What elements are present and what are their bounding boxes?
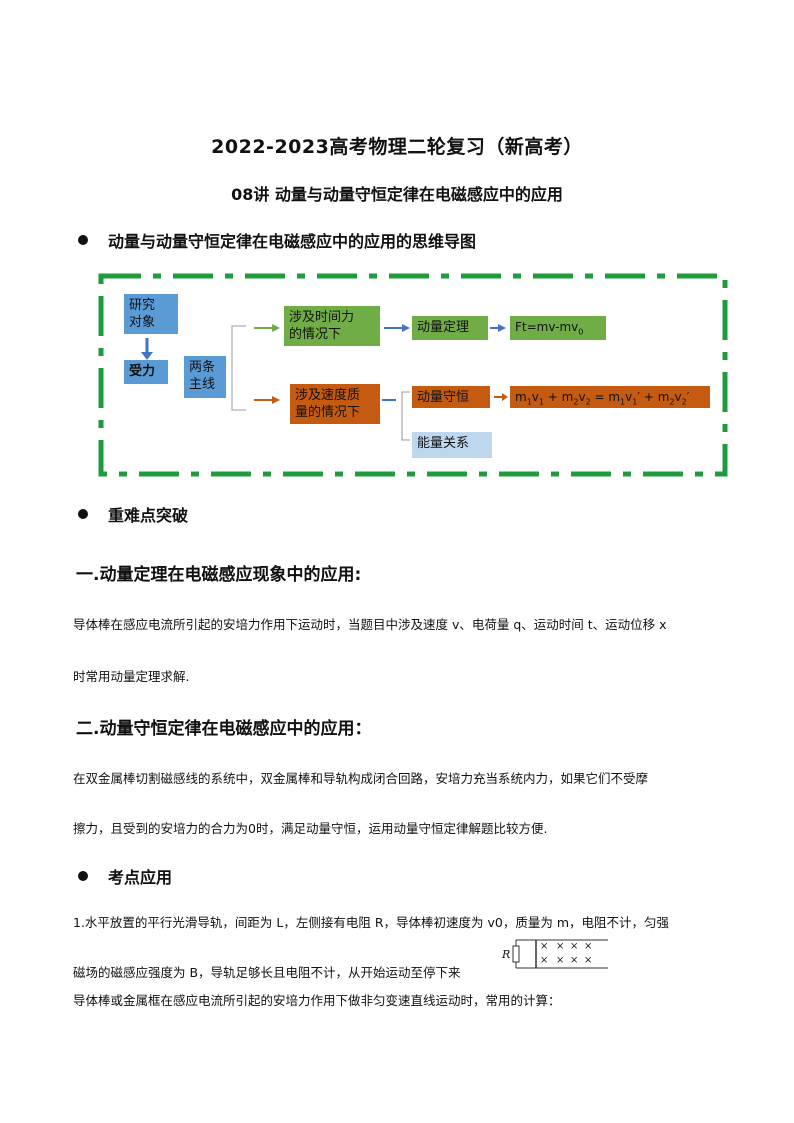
resistor-label: R — [502, 948, 511, 961]
momentum-theorem-box: 动量定理 — [412, 316, 488, 340]
cross-mark: × — [540, 955, 549, 966]
cross-mark: × — [556, 955, 565, 966]
section2-line1: 在双金属棒切割磁感线的系统中，双金属棒和导轨构成闭合回路，安培力充当系统内力，如… — [73, 771, 649, 786]
question1-line3: 导体棒或金属框在感应电流所引起的安培力作用下做非匀变速直线运动时，常用的计算： — [73, 993, 561, 1008]
time-force-box: 涉及时间力 的情况下 — [284, 306, 380, 346]
speed-mass-box: 涉及速度质 量的情况下 — [290, 384, 380, 424]
rail-diagram — [512, 939, 608, 969]
force-box: 受力 — [124, 360, 168, 384]
two-lines-box: 两条 主线 — [184, 356, 226, 398]
bullet-icon — [78, 235, 88, 245]
question1-line1: 1.水平放置的平行光滑导轨，间距为 L，左侧接有电阻 R，导体棒初速度为 v0，… — [73, 915, 669, 930]
document-subtitle: 08讲 动量与动量守恒定律在电磁感应中的应用 — [231, 185, 563, 204]
cross-mark: × — [556, 941, 565, 952]
document-title: 2022-2023高考物理二轮复习（新高考） — [211, 136, 583, 158]
cross-mark: × — [584, 955, 593, 966]
section1-title: 一.动量定理在电磁感应现象中的应用: — [76, 565, 362, 585]
formula-momentum-theorem: Ft=mv-mv0 — [510, 316, 606, 340]
momentum-conservation-box: 动量守恒 — [412, 386, 490, 408]
key-points-heading: 重难点突破 — [78, 502, 188, 526]
cross-mark: × — [584, 941, 593, 952]
apply-heading: 考点应用 — [78, 864, 172, 888]
section2-title: 二.动量守恒定律在电磁感应中的应用： — [76, 719, 372, 739]
mindmap-frame — [98, 273, 728, 477]
mindmap-heading: 动量与动量守恒定律在电磁感应中的应用的思维导图 — [78, 228, 476, 252]
cross-mark: × — [540, 941, 549, 952]
bullet-icon — [78, 871, 88, 881]
section2-line2: 擦力，且受到的安培力的合力为0时，满足动量守恒，运用动量守恒定律解题比较方便. — [73, 821, 548, 836]
formula-momentum-conservation: m1v1 + m2v2 = m1v1′ + m2v2′ — [510, 386, 710, 408]
bullet-icon — [78, 509, 88, 519]
circuit-figure: R × × × × × × × × — [500, 936, 610, 972]
section1-line2: 时常用动量定理求解. — [73, 669, 190, 684]
question1-line2: 磁场的磁感应强度为 B，导轨足够长且电阻不计，从开始运动至停下来 — [73, 965, 461, 980]
mindmap-diagram: 研究 对象 受力 两条 主线 涉及时间力 的情况下 涉及速度质 量的情况下 动量… — [98, 272, 730, 480]
section1-line1: 导体棒在感应电流所引起的安培力作用下运动时，当题目中涉及速度 v、电荷量 q、运… — [73, 617, 667, 632]
cross-mark: × — [570, 955, 579, 966]
cross-mark: × — [570, 941, 579, 952]
research-object-box: 研究 对象 — [124, 294, 178, 334]
energy-relation-box: 能量关系 — [412, 432, 492, 458]
